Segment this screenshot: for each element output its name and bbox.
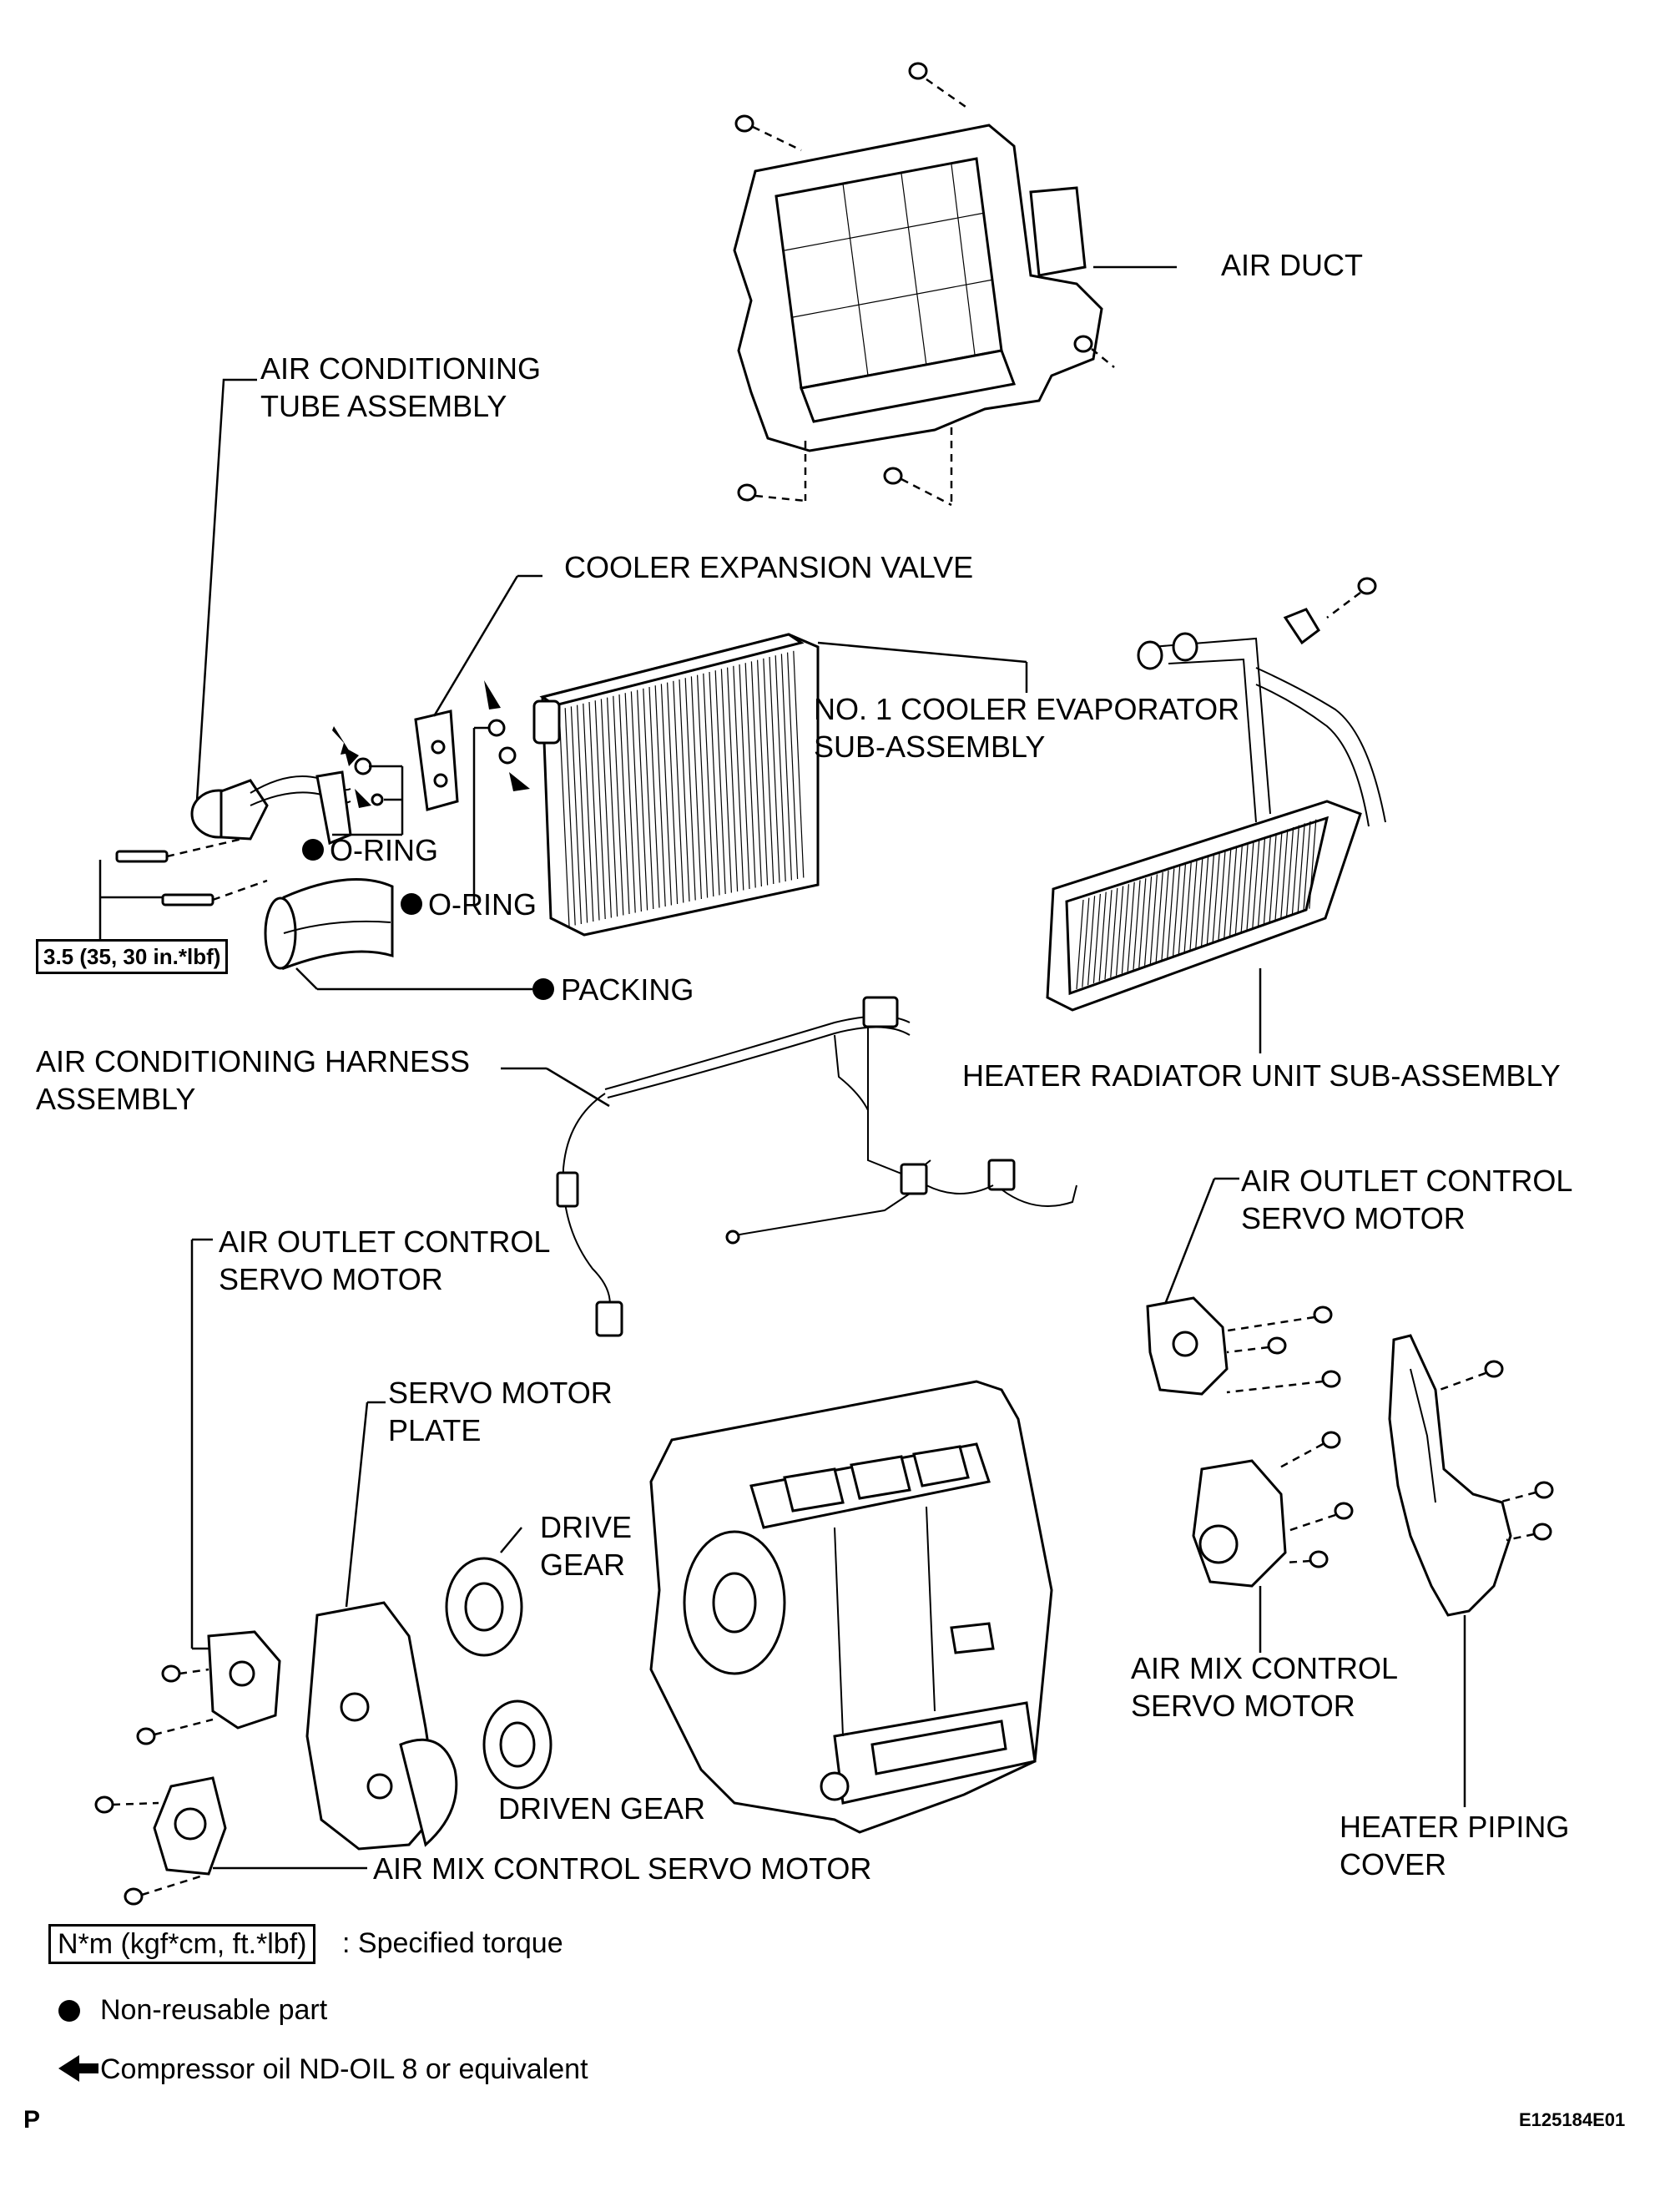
corner-letter: P — [23, 2106, 41, 2134]
drive-gear-drawing — [445, 1527, 523, 1657]
right-air-mix-servo-drawing — [1192, 1431, 1354, 1653]
label-outlet-servo-left-line2: SERVO MOTOR — [219, 1262, 443, 1296]
label-harness-line2: ASSEMBLY — [36, 1082, 196, 1116]
label-outlet-servo-left-line1: AIR OUTLET CONTROL — [219, 1225, 551, 1259]
label-air-mix-right-line1: AIR MIX CONTROL — [1131, 1651, 1399, 1685]
label-outlet-servo-right-line1: AIR OUTLET CONTROL — [1241, 1164, 1573, 1198]
heater-radiator-drawing — [1046, 577, 1386, 1053]
nonreusable-dot-icon — [532, 978, 554, 1000]
ac-tube-assembly-drawing — [98, 378, 404, 939]
label-o-ring-tube: O-RING — [330, 833, 438, 867]
legend-torque-text: : Specified torque — [342, 1927, 563, 1959]
torque-value-box: 3.5 (35, 30 in.*lbf) — [36, 939, 229, 974]
label-harness-line1: AIR CONDITIONING HARNESS — [36, 1044, 471, 1078]
left-outlet-servo-drawing — [136, 1238, 281, 1745]
expansion-valve-drawing — [414, 574, 542, 811]
legend-torque-unit-box: N*m (kgf*cm, ft.*lbf) — [48, 1924, 316, 1964]
left-air-mix-servo-drawing — [94, 1776, 367, 1906]
ac-harness-drawing — [501, 996, 1077, 1337]
label-outlet-servo-right-line2: SERVO MOTOR — [1241, 1201, 1466, 1235]
label-o-ring-evaporator: O-RING — [428, 887, 537, 922]
label-air-mix-bottom: AIR MIX CONTROL SERVO MOTOR — [373, 1851, 872, 1886]
label-air-duct: AIR DUCT — [1221, 248, 1363, 282]
label-servo-plate-line2: PLATE — [388, 1413, 482, 1447]
servo-motor-plate-drawing — [305, 1401, 458, 1851]
heater-housing-drawing — [649, 1380, 1053, 1834]
label-evaporator-line2: SUB-ASSEMBLY — [814, 730, 1046, 764]
label-drive-gear-line1: DRIVE — [540, 1510, 633, 1544]
tube-bolts — [98, 837, 268, 939]
nonreusable-dot-icon — [401, 893, 422, 915]
label-heater-cover-line1: HEATER PIPING — [1340, 1810, 1570, 1844]
nonreusable-dot-icon — [302, 839, 324, 861]
legend-oil-text: Compressor oil ND-OIL 8 or equivalent — [100, 2053, 588, 2085]
label-expansion-valve: COOLER EXPANSION VALVE — [564, 550, 974, 584]
o-rings-evaporator — [472, 680, 530, 906]
radiator-fins — [1076, 819, 1317, 990]
evaporator-fins — [558, 650, 805, 927]
label-evaporator-line1: NO. 1 COOLER EVAPORATOR — [814, 692, 1240, 726]
oil-arrows-tube — [332, 726, 371, 808]
figure-code: E125184E01 — [1519, 2109, 1626, 2130]
heater-piping-cover-drawing — [1388, 1334, 1554, 1807]
label-servo-plate-line1: SERVO MOTOR — [388, 1376, 613, 1410]
label-ac-tube-line2: TUBE ASSEMBLY — [260, 389, 507, 423]
label-driven-gear: DRIVEN GEAR — [498, 1791, 706, 1826]
driven-gear-drawing — [482, 1699, 552, 1790]
label-heater-radiator: HEATER RADIATOR UNIT SUB-ASSEMBLY — [962, 1058, 1561, 1093]
oil-arrow-icon — [58, 2055, 98, 2082]
packing-drawing — [264, 878, 532, 991]
air-duct-screws — [734, 62, 1115, 507]
legend-nonreusable-dot-icon — [58, 2000, 80, 2022]
legend-nonreusable-text: Non-reusable part — [100, 1994, 328, 2026]
label-packing: PACKING — [561, 972, 694, 1007]
right-outlet-servo-drawing — [1146, 1177, 1341, 1396]
label-heater-cover-line2: COVER — [1340, 1847, 1447, 1881]
air-duct-drawing — [733, 124, 1177, 452]
label-drive-gear-line2: GEAR — [540, 1548, 626, 1582]
evaporator-drawing — [532, 633, 1028, 937]
label-air-mix-right-line2: SERVO MOTOR — [1131, 1689, 1355, 1723]
label-ac-tube-line1: AIR CONDITIONING — [260, 351, 542, 386]
